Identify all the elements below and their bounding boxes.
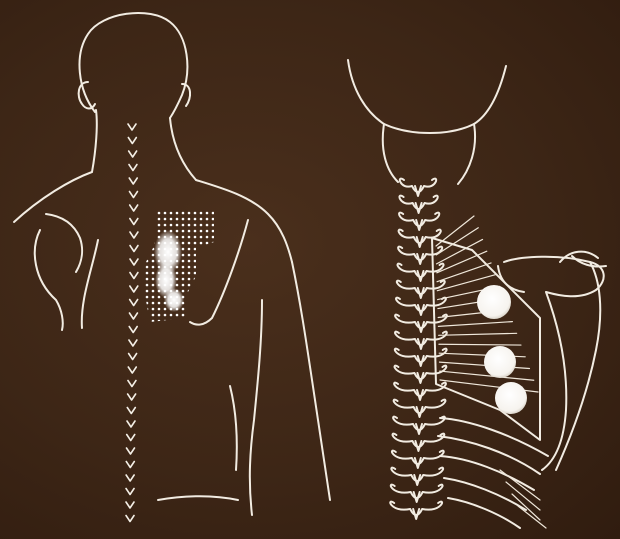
spine-chevron xyxy=(127,421,135,427)
spine-chevron xyxy=(130,286,138,292)
muscle-fiber xyxy=(439,344,521,345)
muscle-fiber xyxy=(437,251,487,273)
spine-chevron xyxy=(128,367,136,373)
muscle-fiber xyxy=(437,239,483,263)
vertebra xyxy=(393,434,445,447)
vertebra xyxy=(400,179,436,192)
spine-chevron xyxy=(127,435,135,441)
spine-chevron xyxy=(130,205,138,211)
spine-chevron xyxy=(129,165,137,171)
muscle-fiber xyxy=(437,263,491,282)
spine-chevron xyxy=(130,259,138,265)
right-arm xyxy=(292,262,330,500)
skull-outline xyxy=(348,60,506,133)
vertebra xyxy=(399,213,439,226)
vertebral-column xyxy=(390,179,447,519)
right-torso-side xyxy=(250,300,262,515)
spine-chevron xyxy=(129,313,137,319)
spine-chevron xyxy=(129,151,137,157)
vertebra xyxy=(395,366,447,379)
back-figure xyxy=(14,13,330,522)
trigger-point-3 xyxy=(495,382,527,414)
trigger-point-1 xyxy=(477,285,511,319)
left-ear xyxy=(79,82,95,109)
vertebra xyxy=(390,502,442,515)
neck-right xyxy=(170,118,196,180)
vertebra xyxy=(397,281,445,294)
vertebra xyxy=(395,332,447,345)
scapula-spine xyxy=(556,262,600,470)
spine-chevron xyxy=(130,232,138,238)
trigger-point-glow-lower xyxy=(164,288,184,312)
head-outline xyxy=(80,13,188,118)
muscle-fiber xyxy=(438,322,512,327)
spine-chevron xyxy=(130,300,138,306)
acromion xyxy=(560,252,606,267)
spine-chevron xyxy=(130,219,138,225)
spine-chevron xyxy=(129,340,137,346)
spine-chevron xyxy=(126,489,134,495)
spine-chevron xyxy=(126,516,134,522)
spine-chevron xyxy=(126,448,134,454)
vertebra xyxy=(395,349,447,362)
spine-chevron xyxy=(126,475,134,481)
vertebra xyxy=(398,247,442,260)
trigger-point-2 xyxy=(484,346,516,378)
neck-left xyxy=(92,110,97,172)
spine-figure xyxy=(348,60,606,528)
spine-chevron xyxy=(128,124,136,130)
spine-chevron xyxy=(129,178,137,184)
left-arm xyxy=(35,230,63,330)
spine-chevron xyxy=(129,354,137,360)
vertebra xyxy=(394,400,446,413)
lower-back-curve xyxy=(230,386,237,470)
vertebra xyxy=(393,417,445,430)
vertebra xyxy=(399,230,441,243)
vertebra xyxy=(391,485,443,498)
muscle-fiber xyxy=(440,371,534,380)
spine-chevron xyxy=(129,327,137,333)
left-torso-side xyxy=(82,240,98,328)
right-ear xyxy=(182,84,190,106)
spine-chevron xyxy=(129,192,137,198)
spine-chevron xyxy=(130,246,138,252)
vertebra xyxy=(398,264,444,277)
muscle-fiber xyxy=(439,333,517,335)
spine-chevron xyxy=(130,273,138,279)
spine-chevron xyxy=(126,462,134,468)
vertebra xyxy=(399,196,437,209)
vertebra xyxy=(391,468,443,481)
vertebra xyxy=(392,451,444,464)
lower-back-line xyxy=(158,496,238,500)
spine-chevron xyxy=(128,394,136,400)
spine-chevron xyxy=(127,408,135,414)
left-deltoid xyxy=(46,214,82,272)
spine-chevron xyxy=(128,381,136,387)
spine-chevron xyxy=(126,502,134,508)
spine-chevron xyxy=(128,138,136,144)
spine-chevrons xyxy=(126,124,138,522)
